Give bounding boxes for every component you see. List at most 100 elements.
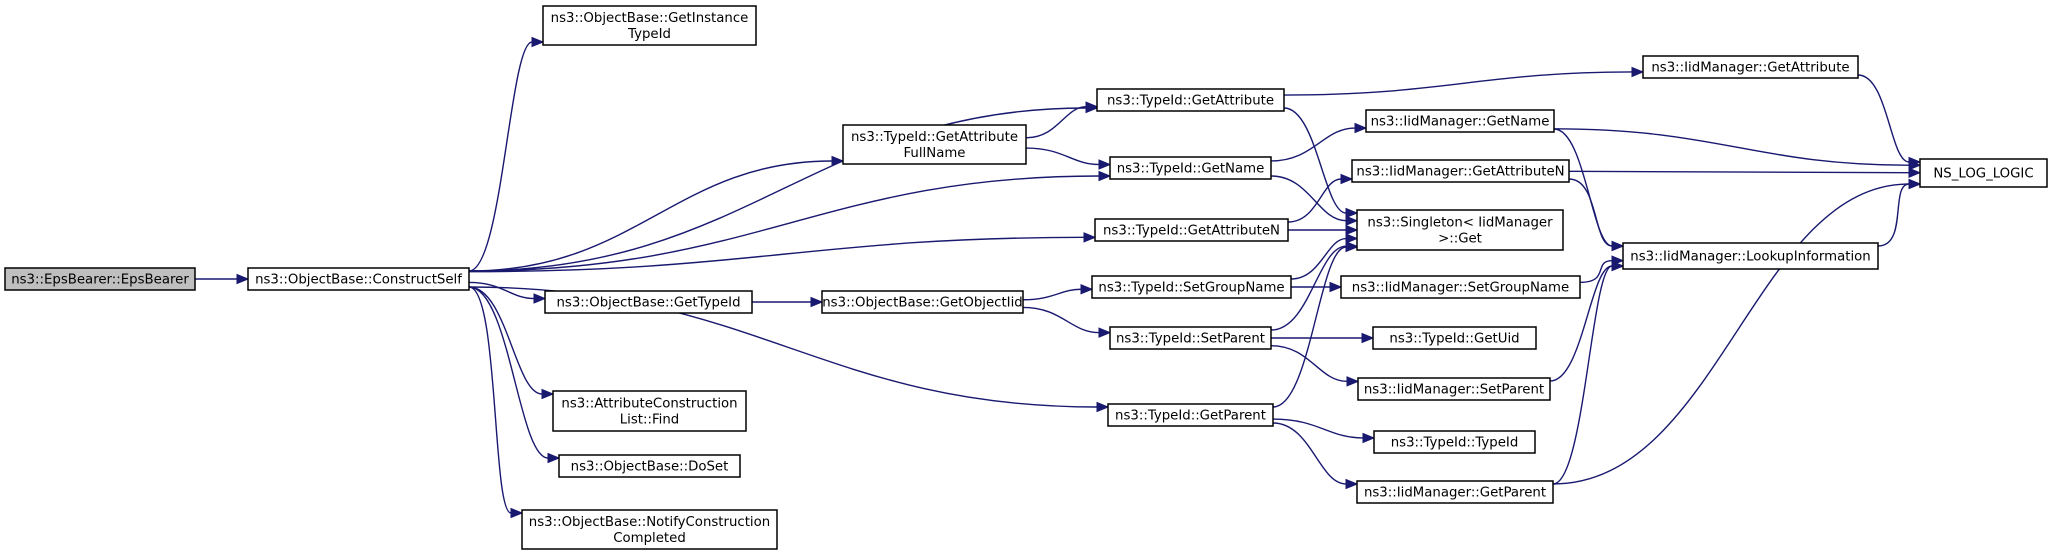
node-label: ns3::TypeId::GetParent bbox=[1115, 409, 1266, 424]
arrowhead-construct_self-to-typeid_get_name bbox=[1098, 170, 1112, 182]
node-label: ns3::ObjectBase::GetInstance bbox=[551, 11, 749, 26]
node-ns_log_logic[interactable]: NS_LOG_LOGIC bbox=[1919, 158, 2048, 188]
arrowhead-typeid_get_parent-to-singleton_get bbox=[1345, 241, 1359, 253]
edge-construct_self-to-objectbase_get_typeid bbox=[468, 281, 535, 300]
node-label: ns3::EpsBearer::EpsBearer bbox=[11, 273, 189, 288]
node-singleton_get[interactable]: ns3::Singleton< IidManager >::Get bbox=[1356, 209, 1564, 251]
node-construct_self[interactable]: ns3::ObjectBase::ConstructSelf bbox=[247, 267, 470, 291]
node-box bbox=[1919, 158, 2048, 188]
node-box bbox=[542, 5, 757, 46]
edge-construct_self-to-objectbase_doset bbox=[468, 286, 549, 459]
arrowhead-typeid_set_group_name-to-singleton_get bbox=[1345, 233, 1359, 244]
arrowhead-construct_self-to-typeid_get_parent bbox=[1096, 401, 1110, 413]
node-typeid_get_uid[interactable]: ns3::TypeId::GetUid bbox=[1372, 326, 1537, 350]
edge-typeid_get_parent-to-singleton_get bbox=[1272, 246, 1347, 408]
node-typeid_set_group_name[interactable]: ns3::TypeId::SetGroupName bbox=[1091, 275, 1292, 299]
node-label: ns3::TypeId::GetUid bbox=[1389, 332, 1519, 347]
edge-typeid_set_parent-to-iid_set_parent bbox=[1270, 344, 1348, 383]
arrowhead-iid_get_name-to-ns_log_logic bbox=[1908, 159, 1922, 171]
edge-construct_self-to-notify_construction_completed bbox=[468, 286, 512, 514]
arrowhead-eps_bearer-to-construct_self bbox=[236, 273, 250, 285]
edge-construct_self-to-typeid_get_attribute bbox=[468, 107, 1087, 272]
node-box bbox=[247, 267, 470, 291]
node-label: ns3::AttributeConstruction bbox=[561, 397, 737, 412]
edge-construct_self-to-attr_construction_find bbox=[468, 286, 543, 395]
node-label: ns3::TypeId::TypeId bbox=[1391, 436, 1519, 451]
node-label: ns3::IidManager::GetParent bbox=[1364, 486, 1546, 501]
arrowhead-construct_self-to-get_instance_typeid bbox=[531, 36, 545, 48]
node-box bbox=[1642, 55, 1859, 79]
edge-typeid_get_attribute_fullname-to-typeid_get_name bbox=[1025, 147, 1100, 166]
edge-construct_self-to-get_instance_typeid bbox=[468, 41, 533, 272]
node-typeid_set_parent[interactable]: ns3::TypeId::SetParent bbox=[1109, 326, 1272, 350]
node-box bbox=[1351, 159, 1570, 183]
node-iid_lookup_information[interactable]: ns3::IidManager::LookupInformation bbox=[1622, 242, 1879, 270]
edge-iid_get_name-to-iid_lookup_information bbox=[1553, 128, 1613, 247]
arrowhead-typeid_set_parent-to-typeid_get_uid bbox=[1361, 332, 1375, 344]
node-iid_set_parent[interactable]: ns3::IidManager::SetParent bbox=[1357, 377, 1551, 401]
node-typeid_typeid[interactable]: ns3::TypeId::TypeId bbox=[1373, 430, 1536, 454]
edge-typeid_get_attribute-to-iid_get_attribute bbox=[1283, 71, 1633, 96]
node-box bbox=[1096, 88, 1285, 112]
edge-objectbase_get_object_iid-to-typeid_set_parent bbox=[1022, 306, 1100, 334]
node-iid_get_attribute[interactable]: ns3::IidManager::GetAttribute bbox=[1642, 55, 1859, 79]
node-box bbox=[558, 454, 741, 478]
node-box bbox=[1356, 480, 1554, 504]
node-box bbox=[1622, 242, 1879, 270]
node-label: ns3::ObjectBase::ConstructSelf bbox=[255, 273, 462, 288]
arrowhead-construct_self-to-typeid_get_attribute_n bbox=[1083, 232, 1097, 243]
node-typeid_get_attribute_n[interactable]: ns3::TypeId::GetAttributeN bbox=[1094, 218, 1289, 242]
node-box bbox=[842, 124, 1027, 165]
arrowhead-typeid_get_name-to-iid_get_name bbox=[1354, 122, 1368, 134]
node-typeid_get_attribute[interactable]: ns3::TypeId::GetAttribute bbox=[1096, 88, 1285, 112]
arrowhead-typeid_set_parent-to-iid_set_parent bbox=[1346, 376, 1360, 387]
arrowhead-iid_get_attribute_n-to-ns_log_logic bbox=[1908, 167, 1922, 178]
node-label: ns3::IidManager::GetName bbox=[1371, 115, 1550, 130]
node-typeid_get_name[interactable]: ns3::TypeId::GetName bbox=[1109, 156, 1272, 180]
edge-iid_get_attribute_n-to-iid_lookup_information bbox=[1568, 178, 1613, 247]
node-iid_get_name[interactable]: ns3::IidManager::GetName bbox=[1365, 109, 1555, 133]
edge-typeid_get_parent-to-iid_get_parent bbox=[1272, 422, 1347, 485]
node-typeid_get_parent[interactable]: ns3::TypeId::GetParent bbox=[1107, 403, 1274, 427]
node-label: ns3::TypeId::SetParent bbox=[1116, 332, 1265, 347]
node-label: ns3::ObjectBase::NotifyConstruction bbox=[529, 515, 770, 530]
node-label: List::Find bbox=[620, 413, 679, 428]
node-box bbox=[4, 267, 196, 291]
node-objectbase_get_typeid[interactable]: ns3::ObjectBase::GetTypeId bbox=[544, 290, 753, 314]
node-iid_get_parent[interactable]: ns3::IidManager::GetParent bbox=[1356, 480, 1554, 504]
arrowhead-objectbase_get_typeid-to-objectbase_get_object_iid bbox=[810, 296, 824, 308]
node-objectbase_get_object_iid[interactable]: ns3::ObjectBase::GetObjectIid bbox=[821, 290, 1024, 314]
edge-iid_set_parent-to-iid_lookup_information bbox=[1549, 265, 1613, 382]
edge-typeid_get_attribute-to-singleton_get bbox=[1283, 107, 1347, 214]
node-eps_bearer[interactable]: ns3::EpsBearer::EpsBearer bbox=[4, 267, 196, 291]
arrowhead-typeid_set_group_name-to-iid_set_group_name bbox=[1329, 281, 1343, 293]
edge-typeid_get_name-to-iid_get_name bbox=[1270, 127, 1356, 162]
node-box bbox=[1091, 275, 1292, 299]
node-iid_set_group_name[interactable]: ns3::IidManager::SetGroupName bbox=[1340, 275, 1581, 299]
edge-typeid_get_attribute_fullname-to-typeid_get_attribute bbox=[1025, 105, 1087, 139]
node-objectbase_doset[interactable]: ns3::ObjectBase::DoSet bbox=[558, 454, 741, 478]
node-box bbox=[1356, 209, 1564, 251]
node-label: Completed bbox=[613, 531, 686, 546]
edge-iid_get_parent-to-ns_log_logic bbox=[1552, 183, 1910, 485]
node-notify_construction_completed[interactable]: ns3::ObjectBase::NotifyConstructionCompl… bbox=[521, 509, 778, 550]
node-label: NS_LOG_LOGIC bbox=[1933, 167, 2033, 182]
node-iid_get_attribute_n[interactable]: ns3::IidManager::GetAttributeN bbox=[1351, 159, 1570, 183]
arrowhead-typeid_get_name-to-singleton_get bbox=[1345, 215, 1359, 226]
arrowhead-iid_get_parent-to-iid_lookup_information bbox=[1611, 260, 1625, 272]
arrowhead-construct_self-to-objectbase_get_typeid bbox=[533, 293, 547, 304]
edges-layer bbox=[195, 36, 1922, 519]
node-box bbox=[1109, 156, 1272, 180]
arrowhead-iid_lookup_information-to-ns_log_logic bbox=[1908, 178, 1922, 190]
arrowhead-construct_self-to-attr_construction_find bbox=[541, 388, 555, 400]
edge-iid_get_attribute_n-to-ns_log_logic bbox=[1568, 170, 1910, 174]
node-label: ns3::Singleton< IidManager bbox=[1367, 216, 1553, 231]
node-box bbox=[1373, 430, 1536, 454]
node-label: FullName bbox=[904, 146, 966, 161]
edge-objectbase_get_object_iid-to-typeid_set_group_name bbox=[1022, 288, 1082, 301]
